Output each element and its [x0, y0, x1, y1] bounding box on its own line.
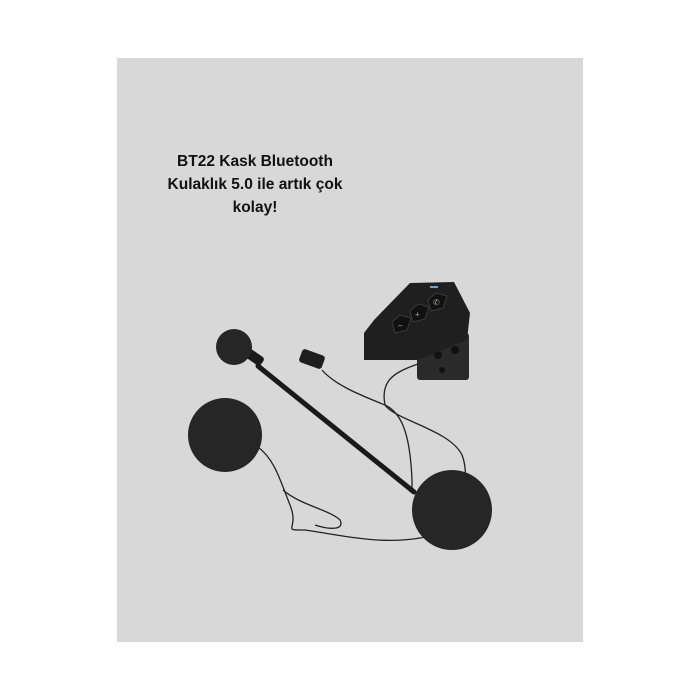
phone-button — [427, 292, 448, 312]
caption-line-3: kolay! — [232, 199, 278, 216]
usb-connector — [299, 349, 325, 369]
svg-text:✆: ✆ — [433, 298, 440, 307]
clip-hole — [451, 346, 459, 354]
svg-text:–: – — [398, 321, 403, 330]
button-symbols: – + ✆ — [398, 298, 440, 330]
microphone-foam — [216, 329, 252, 365]
control-buttons — [391, 292, 448, 334]
clip-hole — [434, 351, 442, 359]
right-speaker — [412, 470, 492, 550]
volume-down-button — [391, 314, 412, 334]
caption-line-2: Kulaklık 5.0 ile artık çok — [167, 176, 343, 193]
svg-text:+: + — [415, 310, 420, 319]
left-speaker — [188, 398, 262, 472]
model-label-mark — [430, 286, 438, 288]
clip-hole — [439, 367, 445, 373]
product-image-panel — [117, 58, 583, 642]
volume-up-button — [409, 303, 430, 323]
caption-line-1: BT22 Kask Bluetooth — [177, 153, 333, 170]
product-caption: BT22 Kask Bluetooth Kulaklık 5.0 ile art… — [150, 150, 360, 219]
mic-boom — [255, 363, 417, 495]
